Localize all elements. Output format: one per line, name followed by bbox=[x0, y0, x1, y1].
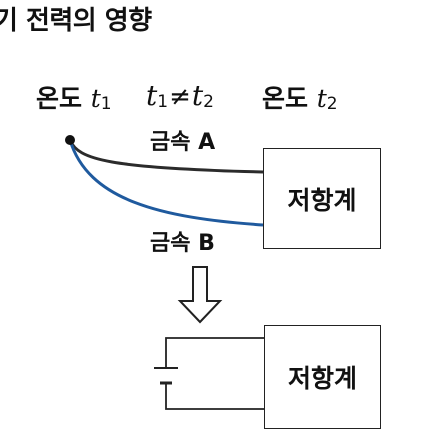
resistance-meter-box-bottom: 저항계 bbox=[264, 325, 381, 429]
resistance-meter-box-top: 저항계 bbox=[263, 148, 381, 249]
circuit-wire-bottom bbox=[165, 383, 264, 410]
temperature-label-right: 온도 t2 bbox=[262, 86, 338, 113]
temperature-inequality: t1≠t2 bbox=[146, 79, 214, 112]
metal-a-label: 금속 A bbox=[150, 130, 216, 155]
down-arrow-icon bbox=[177, 266, 223, 324]
page-title: 기 전력의 영향 bbox=[0, 6, 152, 36]
metal-b-label: 금속 B bbox=[150, 231, 215, 256]
temperature-var-left: t1 bbox=[90, 84, 112, 114]
metal-b-wire bbox=[68, 139, 264, 227]
temperature-text-right: 온도 bbox=[262, 84, 309, 113]
temperature-label-left: 온도 t1 bbox=[36, 86, 112, 113]
temperature-var-right: t2 bbox=[316, 84, 338, 114]
resistance-meter-label-top: 저항계 bbox=[287, 185, 357, 215]
circuit-wire-top bbox=[165, 337, 264, 368]
junction-dot bbox=[65, 135, 75, 145]
resistance-meter-label-bottom: 저항계 bbox=[287, 364, 357, 393]
metal-a-wire bbox=[68, 139, 264, 174]
temperature-text-left: 온도 bbox=[36, 84, 83, 113]
